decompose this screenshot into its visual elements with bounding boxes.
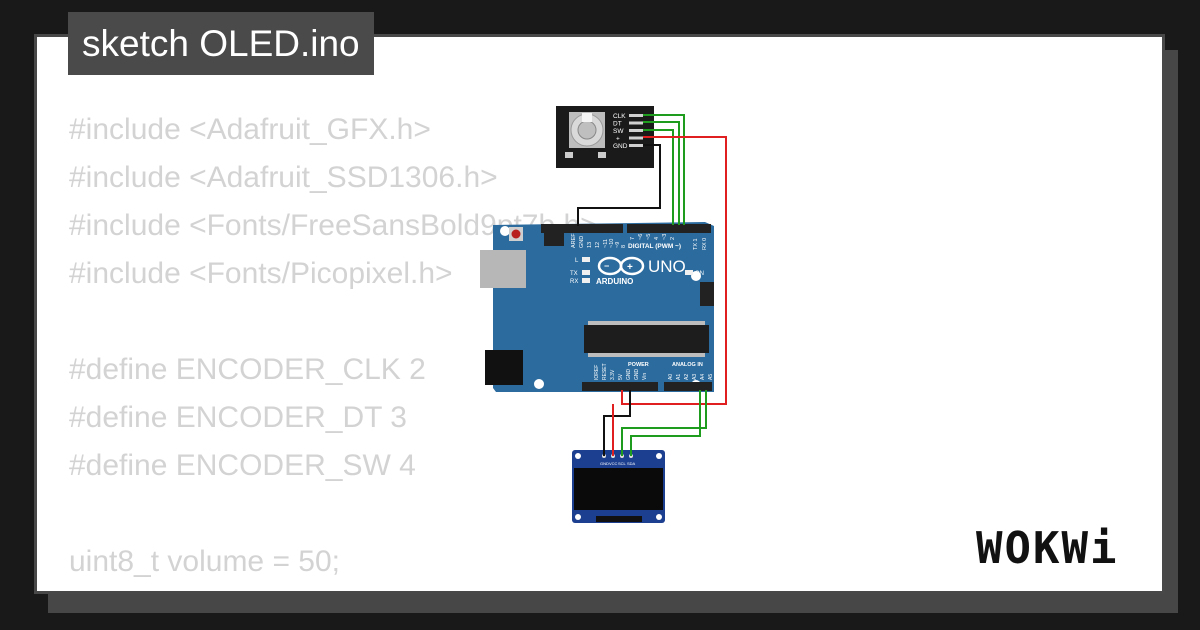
pin-label: RX 0 bbox=[702, 238, 708, 250]
brand-label: ARDUINO bbox=[596, 277, 633, 286]
code-line: #define ENCODER_DT 3 bbox=[69, 401, 407, 434]
arduino-logo: − + UNO ARDUINO bbox=[596, 256, 686, 286]
top-header-right bbox=[627, 224, 711, 233]
code-line: #define ENCODER_CLK 2 bbox=[69, 353, 426, 386]
pin-label: ~6 bbox=[638, 234, 644, 240]
wire-dt bbox=[643, 121, 680, 225]
pin-label: VCC bbox=[609, 461, 618, 466]
encoder-pin-label: DT bbox=[613, 121, 622, 128]
pin-label: 8 bbox=[621, 245, 627, 248]
encoder-pin-labels: CLK DT SW + GND bbox=[613, 113, 628, 150]
oled-display[interactable]: GND VCC SCL SDA bbox=[572, 450, 665, 523]
arduino-uno[interactable]: AREF GND 13 12 ~11 ~10 ~9 8 7 ~6 ~5 4 ~3… bbox=[480, 222, 714, 392]
pin-label: 7 bbox=[630, 237, 636, 240]
power-label: POWER bbox=[628, 362, 649, 368]
usb-connector bbox=[480, 250, 526, 288]
wire-sda bbox=[630, 390, 701, 456]
pin-label: AREF bbox=[571, 233, 577, 248]
pin-label: A0 bbox=[668, 374, 674, 380]
pin-label: A1 bbox=[676, 374, 682, 380]
pin-label: ~5 bbox=[646, 234, 652, 240]
wires bbox=[577, 114, 727, 456]
pin-label: 12 bbox=[595, 242, 601, 248]
code-line: #include <Adafruit_SSD1306.h> bbox=[69, 161, 498, 194]
encoder-pin-label: GND bbox=[613, 143, 628, 150]
pin-label: GND bbox=[626, 369, 632, 381]
wokwi-logo: WOKWi bbox=[976, 523, 1119, 574]
status-leds: L TX RX ON bbox=[570, 257, 704, 285]
pin-label: IOREF bbox=[594, 365, 600, 380]
code-line: #include <Fonts/Picopixel.h> bbox=[69, 257, 453, 290]
encoder-pin-label: CLK bbox=[613, 113, 626, 120]
pin-label: A5 bbox=[708, 374, 714, 380]
pin-label: A3 bbox=[692, 374, 698, 380]
pin-label: 3.3V bbox=[610, 369, 616, 380]
digital-label: DIGITAL (PWM ~) bbox=[628, 243, 681, 250]
pin-label: ~3 bbox=[662, 234, 668, 240]
pin-label: GND bbox=[634, 369, 640, 381]
oled-pin-labels: GND VCC SCL SDA bbox=[600, 461, 636, 466]
power-pin-labels: IOREF RESET 3.3V 5V GND GND Vin bbox=[594, 363, 648, 380]
pin-label: ~10 bbox=[609, 239, 615, 248]
analog-pin-labels: A0 A1 A2 A3 A4 A5 bbox=[668, 374, 714, 380]
pin-label: SDA bbox=[627, 461, 636, 466]
pin-label: ~9 bbox=[615, 242, 621, 248]
pin-label: 2 bbox=[670, 237, 676, 240]
pin-label: RESET bbox=[602, 363, 608, 380]
microcontroller-chip bbox=[584, 325, 709, 353]
analog-header bbox=[664, 382, 712, 391]
power-jack bbox=[485, 350, 523, 385]
wire-gnd-oled bbox=[603, 390, 631, 456]
wire-sw bbox=[643, 129, 674, 225]
pin-label: SCL bbox=[618, 461, 627, 466]
sketch-title: sketch OLED.ino bbox=[68, 12, 374, 75]
pin-label: 4 bbox=[654, 237, 660, 240]
code-preview: #include <Adafruit_GFX.h> #include <Adafr… bbox=[69, 106, 598, 591]
encoder-pin-label: + bbox=[616, 136, 620, 143]
encoder-header-pins bbox=[629, 114, 643, 147]
pin-label: 13 bbox=[587, 242, 593, 248]
led-label: L bbox=[575, 258, 579, 264]
pin-label: ~11 bbox=[603, 239, 609, 248]
power-header bbox=[582, 382, 658, 391]
top-header-left bbox=[541, 224, 623, 233]
svg-text:−: − bbox=[604, 261, 609, 271]
analog-label: ANALOG IN bbox=[672, 362, 703, 368]
top-pin-labels: AREF GND 13 12 ~11 ~10 ~9 8 7 ~6 ~5 4 ~3… bbox=[571, 233, 708, 250]
icsp-header bbox=[544, 232, 714, 306]
code-line: uint8_t volume = 50; bbox=[69, 545, 341, 578]
pin-label: A4 bbox=[700, 374, 706, 380]
model-label: UNO bbox=[648, 257, 686, 276]
code-line: #include <Adafruit_GFX.h> bbox=[69, 113, 431, 146]
led-label: RX bbox=[570, 279, 578, 285]
pin-label: 5V bbox=[618, 373, 624, 380]
wire-scl bbox=[621, 390, 707, 456]
pin-label: Vin bbox=[642, 373, 648, 380]
wire-clk bbox=[643, 114, 685, 225]
led-label: TX bbox=[570, 271, 578, 277]
rotary-encoder[interactable]: CLK DT SW + GND bbox=[556, 106, 654, 168]
code-line: #define ENCODER_SW 4 bbox=[69, 449, 416, 482]
svg-text:+: + bbox=[627, 262, 633, 273]
wire-vcc-encoder bbox=[621, 136, 727, 405]
pin-label: A2 bbox=[684, 374, 690, 380]
pin-label: GND bbox=[579, 236, 585, 248]
pin-label: GND bbox=[600, 461, 609, 466]
on-label: ON bbox=[695, 271, 704, 277]
wire-gnd-encoder bbox=[577, 144, 661, 226]
encoder-pin-label: SW bbox=[613, 128, 624, 135]
pin-label: TX 1 bbox=[693, 238, 699, 250]
